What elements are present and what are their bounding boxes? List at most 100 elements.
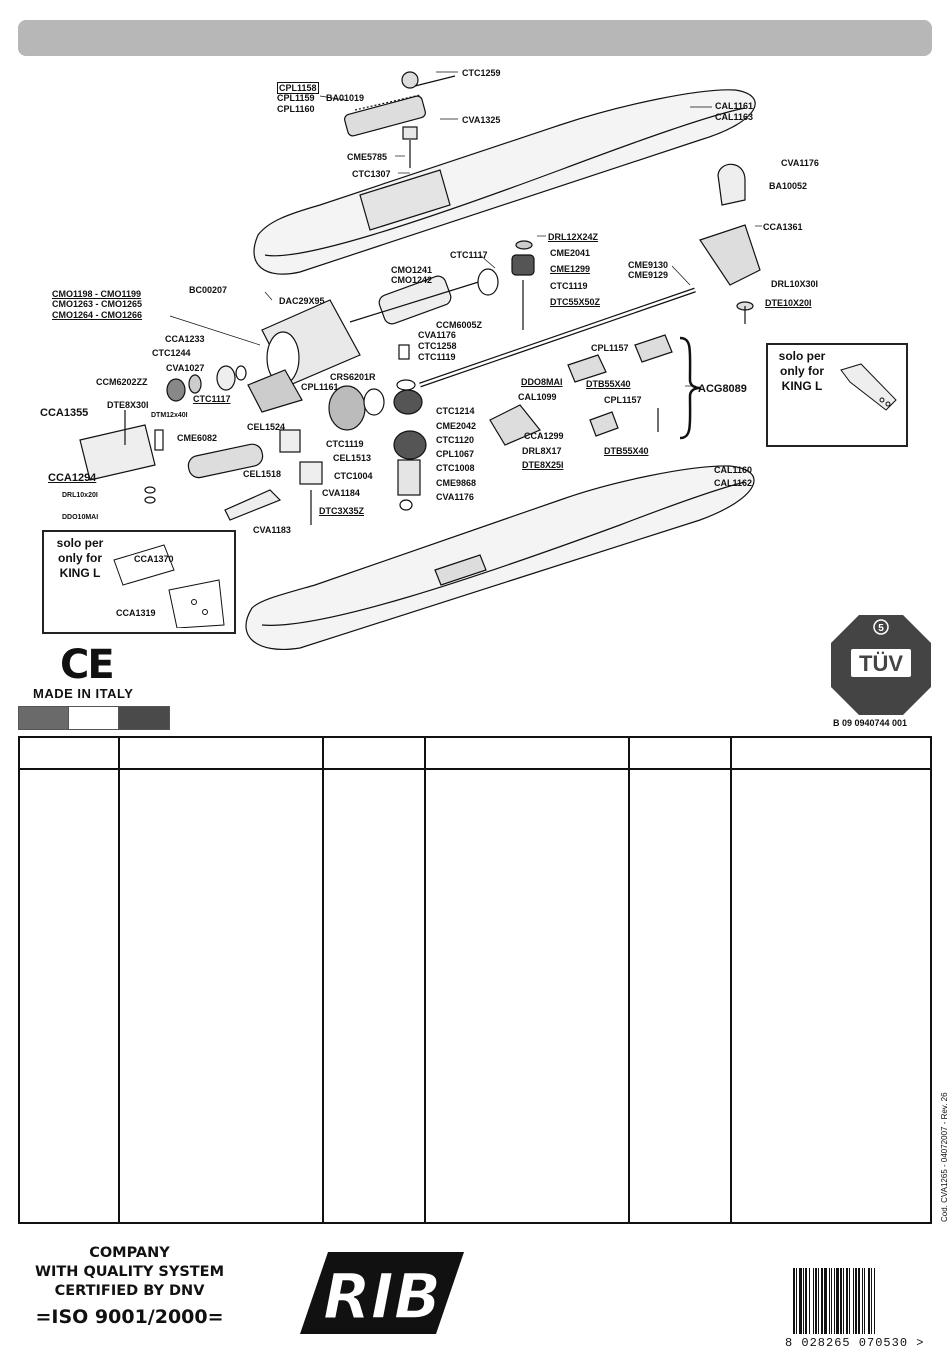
part-label: CCA1233: [165, 334, 205, 344]
part-label: CCM6005Z: [436, 320, 483, 330]
table-header-cell: [628, 736, 732, 770]
part-label: CAL1099: [518, 392, 557, 402]
part-label: DTE8X25I: [522, 460, 564, 470]
part-label: DAC29X95: [279, 296, 325, 306]
solo-line: only for: [780, 364, 824, 378]
part-label: CME9129: [628, 270, 669, 280]
barcode-bar: [831, 1268, 832, 1334]
part-label: CCA1299: [524, 431, 564, 441]
barcode-bar: [868, 1268, 870, 1334]
logo-text: RIB: [323, 1260, 441, 1333]
part-label: CPL1159: [277, 93, 315, 103]
part-label: CMO1241: [391, 265, 433, 275]
barcode-bar: [805, 1268, 807, 1334]
part-label: DRL8X17: [522, 446, 562, 456]
solo-per-box-right: solo per only for KING L: [766, 343, 908, 447]
barcode-bar: [846, 1268, 848, 1334]
barcode-bar: [855, 1268, 857, 1334]
barcode-bar: [818, 1268, 819, 1334]
tuv-code: B 09 0940744 001: [833, 718, 908, 728]
part-label: DDO10MAI: [62, 514, 99, 521]
part-label: CPL1157: [591, 343, 629, 353]
part-label: CTC1307: [352, 169, 391, 179]
color-swatch-grey: [18, 706, 70, 730]
cca1328-drawing: [840, 363, 897, 411]
barcode-bar: [809, 1268, 810, 1334]
color-swatch-dark: [118, 706, 170, 730]
barcode-bar: [824, 1268, 827, 1334]
table-cell: [424, 768, 630, 1224]
barcode-bar: [843, 1268, 844, 1334]
upper-housing: [253, 89, 756, 275]
part-label: CME2041: [550, 248, 591, 258]
part-label: CTC1119: [326, 439, 364, 449]
made-in-italy: MADE IN ITALY: [33, 686, 134, 701]
exploded-diagram: [79, 71, 762, 650]
part-label: CVA1176: [418, 330, 456, 340]
part-label: DRL10x20I: [62, 492, 98, 499]
tuv-mark: 5 TÜV: [831, 615, 931, 715]
parts-table: [18, 736, 932, 1224]
part-label: CAL1160: [714, 465, 753, 475]
barcode-bar: [796, 1268, 797, 1334]
part-label: CTC1120: [436, 435, 475, 445]
part-label: CPL1157: [604, 395, 642, 405]
part-label: CTC1117: [193, 394, 231, 404]
barcode-bar: [803, 1268, 804, 1334]
part-label: CME9868: [436, 478, 477, 488]
part-label: CTC1259: [462, 68, 501, 78]
part-label: DTE10X20I: [765, 298, 812, 308]
part-label: CVA1325: [462, 115, 501, 125]
solo-line: only for: [58, 551, 102, 565]
barcode-bar: [821, 1268, 823, 1334]
barcode-bar: [815, 1268, 817, 1334]
part-label: CTC1004: [334, 471, 373, 481]
part-label: CEL1524: [247, 422, 286, 432]
part-label: BA10052: [769, 181, 808, 191]
company-line: WITH QUALITY SYSTEM: [34, 1264, 225, 1280]
barcode-bar: [836, 1268, 839, 1334]
part-label: CCA1355: [40, 407, 89, 419]
part-label: DTM12x40I: [151, 412, 188, 419]
part-label: DRL12X24Z: [548, 232, 599, 242]
part-label: CMO1263 - CMO1265: [52, 299, 143, 309]
table-header-cell: [730, 736, 932, 770]
part-label: DRL10X30I: [771, 279, 819, 289]
part-label: CTC1214: [436, 406, 475, 416]
part-label: CPL1067: [436, 449, 475, 459]
barcode-bar: [849, 1268, 850, 1334]
part-label: DTC55X50Z: [550, 297, 601, 307]
part-label: CTC1008: [436, 463, 475, 473]
table-cell: [730, 768, 932, 1224]
part-label: DTC3X35Z: [319, 506, 365, 516]
table-header-cell: [322, 736, 426, 770]
part-label: CPL1160: [277, 104, 315, 114]
part-label: CTC1119: [418, 352, 456, 362]
barcode-bar: [874, 1268, 875, 1334]
king-l-plates-drawing: [113, 544, 225, 628]
part-label: CPL1158: [277, 82, 319, 94]
part-label: CTC1119: [550, 281, 588, 291]
rib-logo: RIB: [300, 1252, 464, 1334]
part-label: CME9130: [628, 260, 669, 270]
label-cca1370: CCA1370: [134, 554, 174, 564]
part-label: DTE8X30I: [107, 400, 149, 410]
barcode-bar: [829, 1268, 830, 1334]
part-label: CCA1294: [48, 472, 97, 484]
part-label: CME2042: [436, 421, 477, 431]
part-label: DDO8MAI: [521, 377, 563, 387]
solo-line: solo per: [778, 349, 826, 363]
label-cca1319: CCA1319: [116, 608, 156, 618]
part-label: CTC1258: [418, 341, 457, 351]
part-label: DTB55X40: [604, 446, 649, 456]
lower-housing: [245, 465, 755, 650]
barcode-bar: [793, 1268, 795, 1334]
solo-per-box-left: solo per only for KING L CCA1370 CCA1319: [42, 530, 236, 634]
barcode-number: 8 028265 070530 >: [785, 1336, 925, 1350]
part-label: CEL1513: [333, 453, 372, 463]
header-bar: [18, 20, 932, 56]
barcode-bar: [864, 1268, 865, 1334]
barcode: [793, 1268, 875, 1334]
barcode-bar: [840, 1268, 842, 1334]
